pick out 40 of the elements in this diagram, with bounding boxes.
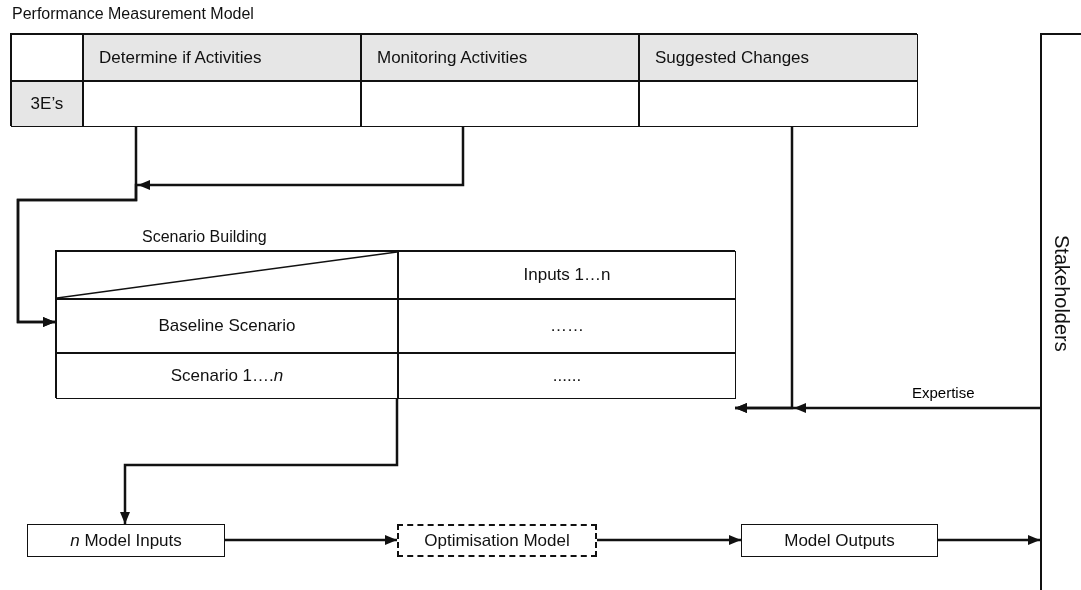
- table-cell: [639, 81, 918, 127]
- table-title: Performance Measurement Model: [12, 5, 254, 23]
- table-cell: [398, 353, 736, 399]
- cell-text: Monitoring Activities: [377, 47, 528, 68]
- table-cell: [56, 299, 398, 353]
- table-cell: [83, 34, 361, 81]
- arrow: [735, 403, 1040, 413]
- table-cell: [639, 34, 918, 81]
- band-label: Stakeholders: [1050, 235, 1073, 352]
- table-cell: [398, 251, 736, 299]
- table-cell: [361, 34, 639, 81]
- arrow: [16, 126, 465, 327]
- arrow: [225, 535, 397, 545]
- cell-text: Inputs 1…n: [523, 265, 611, 285]
- cell-text: Baseline Scenario: [158, 316, 296, 336]
- table-cell: [11, 34, 83, 81]
- arrow: [938, 535, 1040, 545]
- box-label: Optimisation Model: [424, 530, 570, 551]
- cell-text: ……: [550, 316, 584, 336]
- cell-text: Suggested Changes: [655, 47, 810, 68]
- table-cell: [361, 81, 639, 127]
- table-cell: [83, 81, 361, 127]
- cell-text: ......: [552, 366, 582, 386]
- arrow: [120, 398, 399, 524]
- table-cell: [398, 299, 736, 353]
- edge-label: Expertise: [912, 384, 975, 401]
- cell-text: Determine if Activities: [99, 47, 262, 68]
- stakeholders-band: [1040, 33, 1081, 590]
- cell-text: Scenario 1….n: [170, 366, 284, 386]
- process-box: [27, 524, 225, 557]
- box-label: Model Outputs: [784, 530, 895, 551]
- arrow: [597, 535, 741, 545]
- box-label: n Model Inputs: [70, 530, 182, 551]
- table-cell: [56, 353, 398, 399]
- table-cell: [56, 251, 398, 299]
- process-box: [397, 524, 597, 557]
- table-cell: [11, 81, 83, 127]
- table-title: Scenario Building: [142, 228, 267, 246]
- process-box: [741, 524, 938, 557]
- cell-text: 3E’s: [30, 94, 64, 114]
